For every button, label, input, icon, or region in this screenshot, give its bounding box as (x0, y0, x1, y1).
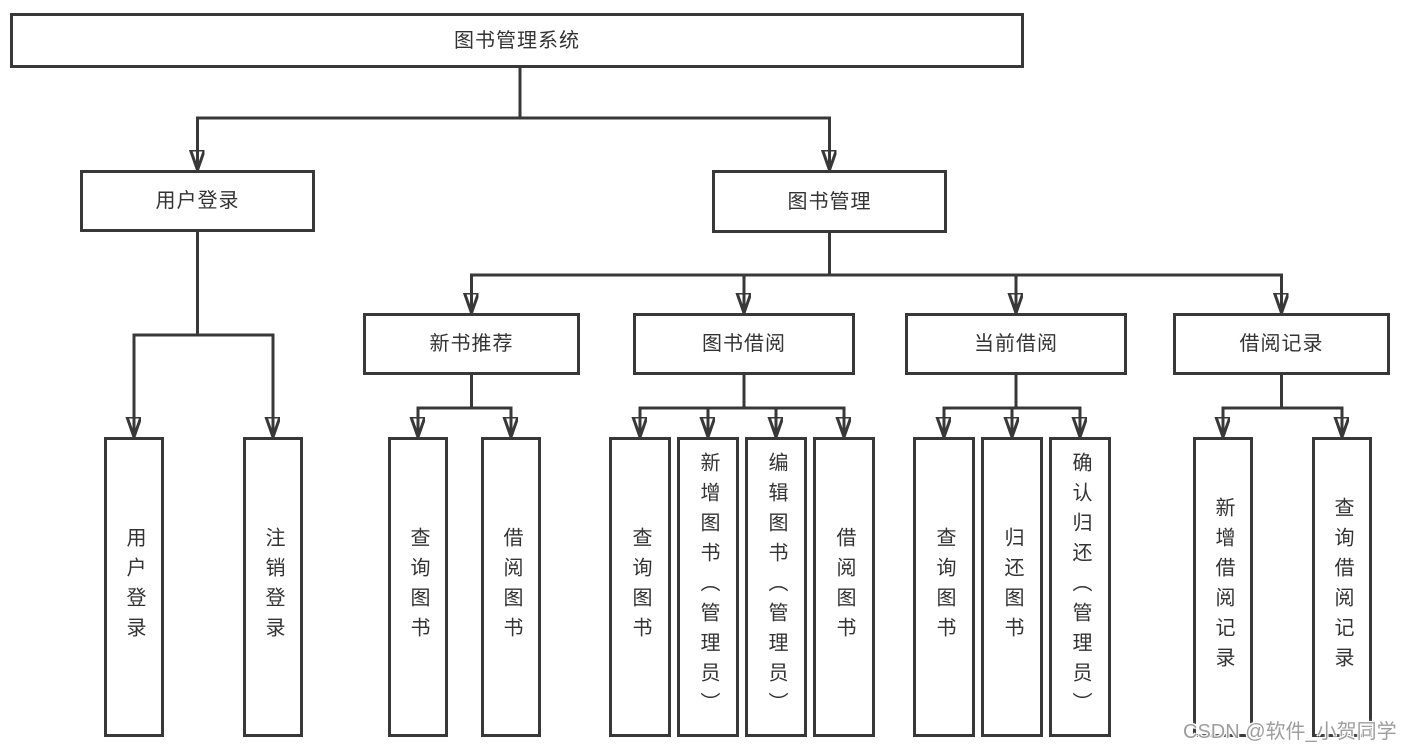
leaf-confirm-return-admin: 确认归还（管理员） (1049, 437, 1111, 737)
leaf-user-login: 用户登录 (104, 437, 164, 737)
node-borrowing-records: 借阅记录 (1173, 313, 1390, 375)
leaf-query-borrow-record: 查询借阅记录 (1312, 437, 1372, 737)
leaf-add-borrow-record: 新增借阅记录 (1193, 437, 1253, 737)
leaf-query-books-borrowing: 查询图书 (609, 437, 671, 737)
node-user-login-module: 用户登录 (80, 170, 315, 232)
leaf-edit-book-admin: 编辑图书（管理员） (745, 437, 807, 737)
node-new-book-recommendation: 新书推荐 (363, 313, 580, 375)
leaf-add-book-admin: 新增图书（管理员） (677, 437, 739, 737)
leaf-borrow-books-borrowing: 借阅图书 (813, 437, 875, 737)
csdn-watermark: CSDN @软件_小贺同学 (1183, 721, 1397, 743)
node-current-borrowing: 当前借阅 (905, 313, 1127, 375)
leaf-return-books: 归还图书 (981, 437, 1043, 737)
leaf-query-books-recommend: 查询图书 (388, 437, 448, 737)
leaf-query-books-current: 查询图书 (913, 437, 975, 737)
leaf-borrow-books-recommend: 借阅图书 (481, 437, 541, 737)
node-book-borrowing: 图书借阅 (633, 313, 855, 375)
node-system-root: 图书管理系统 (10, 13, 1024, 68)
leaf-logout-login: 注销登录 (243, 437, 303, 737)
node-book-management-module: 图书管理 (712, 170, 947, 233)
